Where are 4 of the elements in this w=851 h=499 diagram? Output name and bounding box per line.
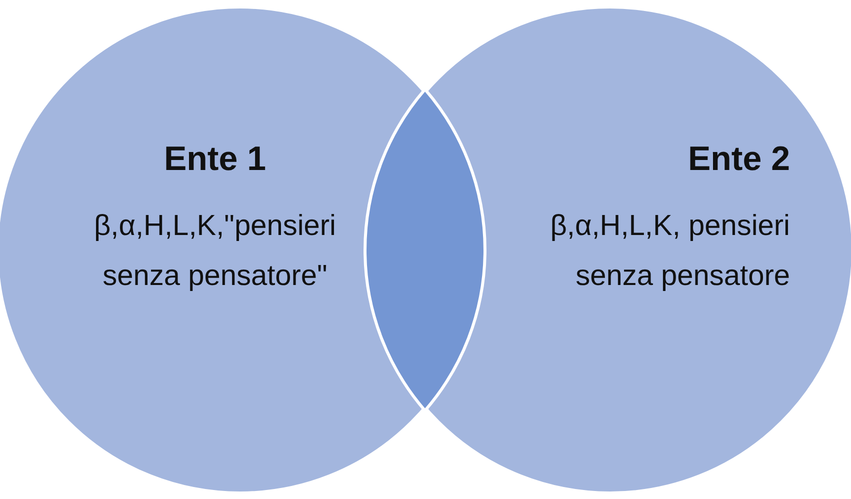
circle-text: β,α,H,L,K, pensieri senza pensatore <box>550 209 790 294</box>
circle-text: β,α,H,L,K,"pensieri senza pensatore" <box>93 209 337 294</box>
circle-title: Ente 2 <box>688 140 790 179</box>
circle-title: Ente 1 <box>164 140 266 179</box>
